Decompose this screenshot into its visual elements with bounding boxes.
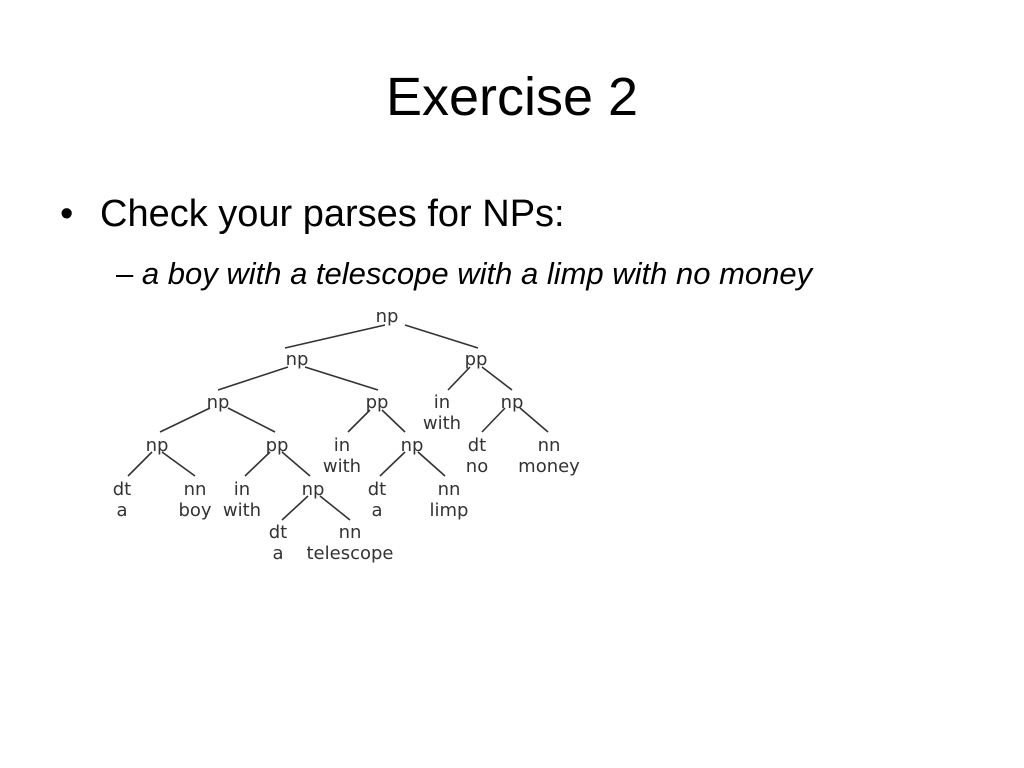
word-limp: limp	[430, 500, 469, 521]
edge-np2-np3	[159, 407, 211, 433]
edge-pp3-np	[281, 451, 311, 477]
edge-np3b-dt	[379, 451, 406, 477]
edge-np4-nn	[319, 495, 351, 521]
edge-np1-np2	[217, 366, 289, 391]
bullet-item: • Check your parses for NPs:	[60, 188, 565, 240]
edge-np2b-nn	[519, 407, 549, 433]
bullet-marker: •	[60, 193, 74, 235]
word-with-level3: with	[323, 456, 361, 477]
tree-nodes: np np pp np pp in with np np pp in with …	[113, 306, 580, 564]
edge-np1-pp2	[304, 366, 379, 391]
node-pp-level3: pp	[266, 435, 289, 456]
node-np-level2b: np	[501, 392, 524, 413]
parse-tree: np np pp np pp in with np np pp in with …	[113, 306, 580, 564]
node-np-level1: np	[286, 349, 309, 370]
word-boy: boy	[178, 500, 211, 521]
node-dt-no: dt	[468, 435, 486, 456]
node-np-level4: np	[302, 479, 325, 500]
edge-root-pp	[404, 324, 479, 349]
bullet-text: Check your parses for NPs:	[100, 193, 565, 235]
node-pp-level2: pp	[366, 392, 389, 413]
edge-root-np	[284, 324, 386, 349]
edge-np3-dt	[127, 451, 153, 477]
slide-title: Exercise 2	[385, 67, 639, 127]
word-a2: a	[272, 543, 283, 564]
edge-pp1-np	[481, 366, 513, 391]
node-in-level3: in	[334, 435, 350, 456]
node-np-root: np	[376, 306, 399, 327]
edge-np3b-nn	[417, 451, 446, 477]
edge-pp2-in	[347, 409, 371, 433]
node-dt-a1: dt	[113, 479, 131, 500]
node-nn-limp: nn	[438, 479, 461, 500]
word-a1: a	[116, 500, 127, 521]
tree-edges	[127, 324, 549, 521]
edge-np2-pp3	[227, 407, 276, 433]
edge-pp3-in	[244, 451, 271, 477]
node-np-level2: np	[207, 392, 230, 413]
node-pp-level1: pp	[465, 349, 488, 370]
node-dt-a2: dt	[269, 522, 287, 543]
word-with-level2: with	[423, 413, 461, 434]
sub-bullet-item: – a boy with a telescope with a limp wit…	[116, 252, 812, 296]
sub-bullet-text: a boy with a telescope with a limp with …	[141, 256, 813, 291]
edge-pp1-in	[447, 366, 471, 391]
word-money: money	[518, 456, 580, 477]
sub-bullet-marker: –	[116, 256, 134, 291]
node-nn-boy: nn	[184, 479, 207, 500]
word-telescope: telescope	[307, 543, 394, 564]
node-in-level4: in	[234, 479, 250, 500]
word-a3: a	[371, 500, 382, 521]
word-with-level4: with	[223, 500, 261, 521]
edge-np2b-dt	[481, 407, 506, 433]
word-no: no	[466, 456, 488, 477]
node-nn-money: nn	[538, 435, 561, 456]
node-dt-a3: dt	[368, 479, 386, 500]
node-nn-telescope: nn	[339, 522, 362, 543]
node-np-level3: np	[146, 435, 169, 456]
edge-np3-nn	[161, 451, 196, 477]
edge-pp2-np	[381, 409, 406, 433]
edge-np4-dt	[281, 495, 309, 521]
node-np-level3b: np	[401, 435, 424, 456]
node-in-level2: in	[434, 392, 450, 413]
